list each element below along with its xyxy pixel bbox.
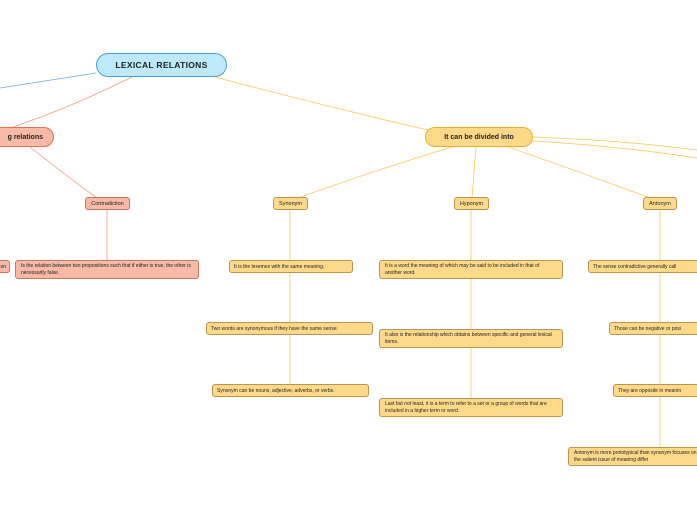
leaf-cut-left[interactable]: on [0,260,10,273]
leaf-antonym-1[interactable]: The sense contradictive generally call [588,260,697,273]
leaf-antonym-2[interactable]: Those can be negative or posi [609,322,697,335]
branch-relations[interactable]: g relations [0,127,54,147]
leaf-antonym-4[interactable]: Antonym is more prototypical than synony… [568,447,697,466]
category-synonym[interactable]: Synonym [273,197,308,210]
leaf-hyponym-1[interactable]: It is a word the meaning of which may be… [379,260,563,279]
branch-divided-into[interactable]: It can be divided into [425,127,533,147]
leaf-synonym-2[interactable]: Two words are synonymous if they have th… [206,322,373,335]
category-antonym[interactable]: Antonym [643,197,677,210]
leaf-synonym-3[interactable]: Synonym can be nouns, adjective, adverbs… [212,384,369,397]
root-topic-lexical-relations[interactable]: LEXICAL RELATIONS [96,53,227,77]
category-contradiction[interactable]: Contradiction [85,197,130,210]
link-divided-antonym [507,146,651,199]
category-hyponym[interactable]: Hyponym [454,197,489,210]
link-divided-hyponym [471,146,477,199]
leaf-contradiction-definition[interactable]: Is the relation between two propositions… [15,260,199,279]
leaf-hyponym-3[interactable]: Last but not least, it is a term to refe… [379,398,563,417]
link-relations-contradiction [29,146,98,199]
link-root-offscreen [0,72,97,89]
leaf-synonym-1[interactable]: It is the lexemes with the same meaning. [229,260,353,273]
link-divided-offscreen-2 [531,136,697,151]
link-root-relations [9,76,133,129]
leaf-antonym-3[interactable]: They are opposite in meanin [613,384,697,397]
link-divided-synonym [297,146,453,199]
leaf-hyponym-2[interactable]: It also is the relationship which obtain… [379,329,563,348]
link-root-divided [214,76,429,131]
link-divided-offscreen-1 [531,140,697,159]
